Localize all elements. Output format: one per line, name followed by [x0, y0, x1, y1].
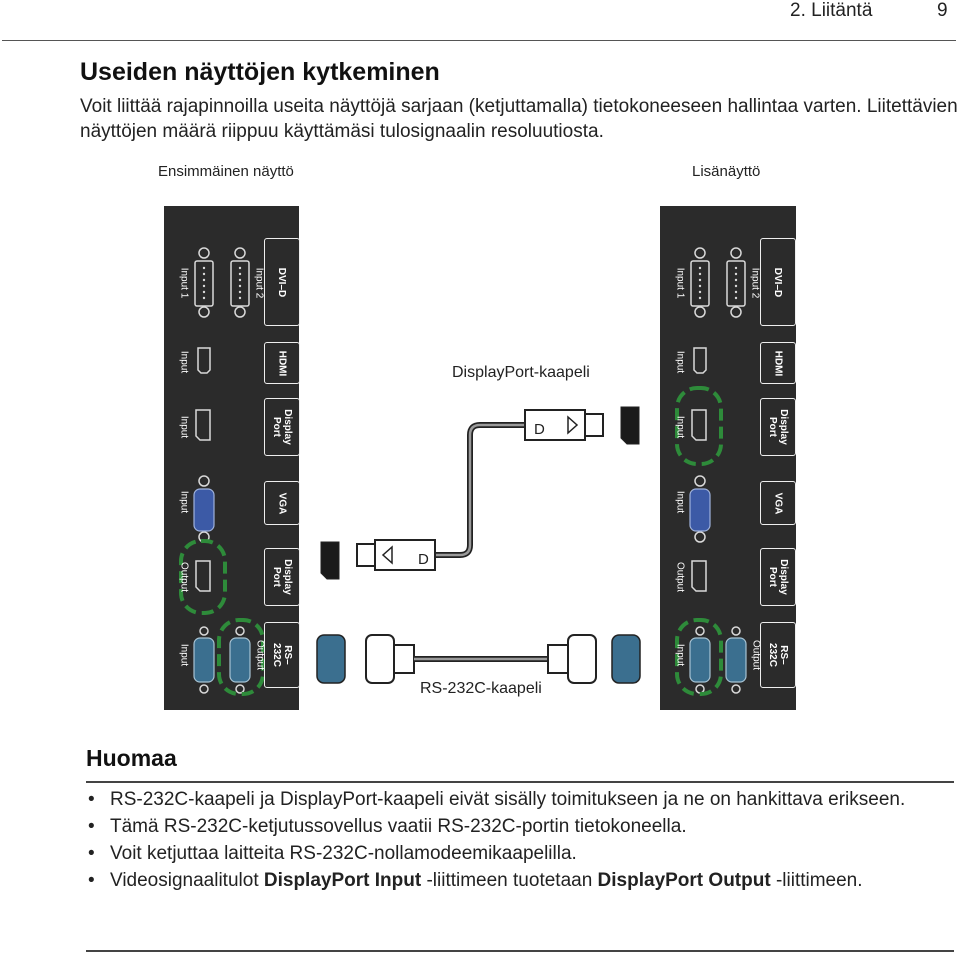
first-display-port-graphics: [179, 247, 265, 696]
extra-dp-output-tag: Display Port: [760, 548, 796, 606]
first-display-label: Ensimmäinen näyttö: [158, 163, 294, 180]
displayport-plug-upper: D: [524, 409, 604, 441]
first-rs232-input-label: Input: [178, 643, 190, 667]
extra-vga-input-label: Input: [674, 490, 686, 514]
extra-dvi-input-2-label: Input 2: [749, 267, 761, 299]
note-title: Huomaa: [86, 745, 177, 771]
first-hdmi-input-label: Input: [178, 350, 190, 374]
extra-hdmi-input-label: Input: [674, 350, 686, 374]
cable-illustrations: D D: [316, 406, 641, 684]
displayport-output-term: DisplayPort Output: [597, 870, 771, 891]
first-dp-input-label: Input: [178, 415, 190, 439]
extra-dp-input-label: Input: [674, 415, 686, 439]
extra-display-port-graphics: [675, 247, 747, 696]
chapter-header: 2. Liitäntä: [790, 0, 873, 21]
first-vga-input-label: Input: [178, 490, 190, 514]
page-number: 9: [937, 0, 948, 21]
svg-text:D: D: [418, 551, 429, 568]
list-item: Videosignaalitulot DisplayPort Input -li…: [88, 867, 960, 894]
extra-rs232-tag: RS–232C: [760, 622, 796, 688]
header-divider: [2, 40, 956, 41]
list-item: RS-232C-kaapeli ja DisplayPort-kaapeli e…: [88, 786, 960, 813]
extra-display-label: Lisänäyttö: [692, 163, 761, 180]
extra-dvi-tag: DVI–D: [760, 238, 796, 326]
extra-dvi-input-1-label: Input 1: [674, 267, 686, 299]
note-bottom-divider: [86, 950, 954, 952]
first-hdmi-tag: HDMI: [264, 342, 300, 384]
list-item: Voit ketjuttaa laitteita RS-232C-nollamo…: [88, 840, 960, 867]
extra-vga-tag: VGA: [760, 481, 796, 525]
note-top-divider: [86, 781, 954, 783]
extra-dp-output-label: Output: [674, 561, 686, 593]
first-vga-tag: VGA: [264, 481, 300, 525]
first-dp-output-tag: Display Port: [264, 548, 300, 606]
section-title: Useiden näyttöjen kytkeminen: [80, 58, 440, 86]
first-rs232-tag: RS–232C: [264, 622, 300, 688]
first-dvi-input-2-label: Input 2: [253, 267, 265, 299]
first-dvi-tag: DVI–D: [264, 238, 300, 326]
displayport-cable-label: DisplayPort-kaapeli: [452, 364, 590, 381]
first-dp-input-tag: Display Port: [264, 398, 300, 456]
note-list: RS-232C-kaapeli ja DisplayPort-kaapeli e…: [86, 786, 960, 894]
list-item: Tämä RS-232C-ketjutussovellus vaatii RS-…: [88, 813, 960, 840]
first-dvi-input-1-label: Input 1: [178, 267, 190, 299]
extra-hdmi-tag: HDMI: [760, 342, 796, 384]
intro-paragraph: Voit liittää rajapinnoilla useita näyttö…: [80, 96, 958, 142]
displayport-plug-lower: D: [356, 539, 436, 571]
extra-rs232-input-label: Input: [674, 643, 686, 667]
svg-text:D: D: [534, 421, 545, 438]
rs232c-cable-label: RS-232C-kaapeli: [420, 680, 542, 697]
first-dp-output-label: Output: [178, 561, 190, 593]
extra-dp-input-tag: Display Port: [760, 398, 796, 456]
displayport-input-term: DisplayPort Input: [263, 870, 422, 891]
